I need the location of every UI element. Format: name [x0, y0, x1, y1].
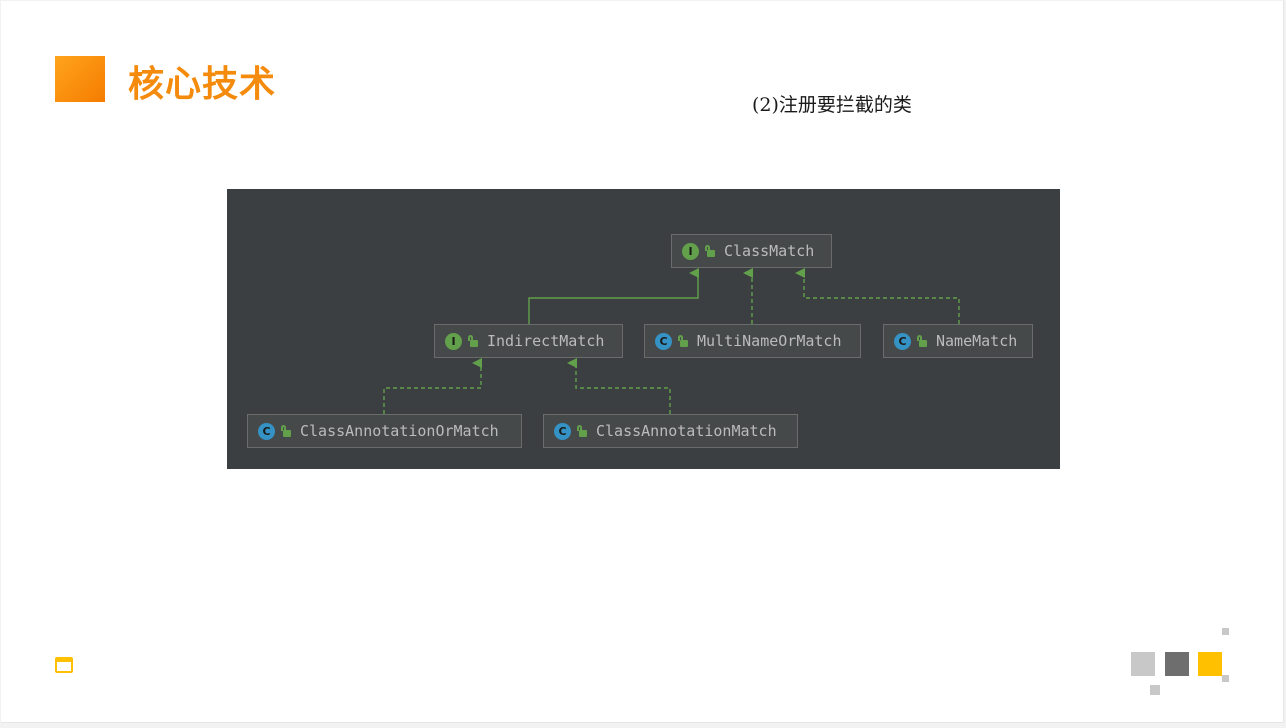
node-multinameormatch[interactable]: C MultiNameOrMatch — [644, 324, 861, 358]
node-classannotationormatch[interactable]: C ClassAnnotationOrMatch — [247, 414, 522, 448]
edge-indirectmatch-to-classmatch — [528, 268, 699, 324]
class-badge-icon: C — [554, 422, 571, 440]
node-classannotationmatch[interactable]: C ClassAnnotationMatch — [543, 414, 798, 448]
interface-badge-icon: I — [445, 332, 462, 350]
decor-square-yellow — [1198, 652, 1222, 676]
node-label: IndirectMatch — [487, 332, 605, 350]
node-label: ClassAnnotationMatch — [596, 422, 777, 440]
interface-badge-icon: I — [682, 242, 699, 260]
decor-square-light — [1131, 652, 1155, 676]
class-badge-icon: C — [894, 332, 911, 350]
unlocked-icon — [678, 335, 688, 347]
class-badge-icon: C — [258, 422, 275, 440]
calendar-icon — [55, 657, 73, 673]
node-label: ClassAnnotationOrMatch — [300, 422, 499, 440]
slide-title: 核心技术 — [128, 64, 277, 105]
node-indirectmatch[interactable]: I IndirectMatch — [434, 324, 623, 358]
node-label: NameMatch — [936, 332, 1018, 350]
decor-dot — [1222, 675, 1229, 682]
slide-subtitle: (2)注册要拦截的类 — [752, 94, 912, 116]
decor-dot — [1150, 685, 1160, 695]
node-label: ClassMatch — [724, 242, 815, 260]
node-classmatch[interactable]: I ClassMatch — [671, 234, 832, 268]
node-namematch[interactable]: C NameMatch — [883, 324, 1033, 358]
edge-classannotationormatch-to-indirectmatch — [383, 358, 482, 414]
edge-namematch-to-classmatch — [795, 268, 960, 324]
class-badge-icon: C — [655, 332, 672, 350]
unlocked-icon — [705, 245, 715, 257]
diagram-edges — [383, 268, 960, 414]
title-accent-square — [55, 56, 105, 102]
decor-dot — [1222, 628, 1229, 635]
decor-square-dark — [1165, 652, 1189, 676]
class-hierarchy-diagram: I ClassMatch I IndirectMatch C MultiName… — [227, 189, 1060, 469]
node-label: MultiNameOrMatch — [697, 332, 842, 350]
unlocked-icon — [917, 335, 927, 347]
unlocked-icon — [577, 425, 587, 437]
edge-classannotationmatch-to-indirectmatch — [567, 358, 671, 414]
unlocked-icon — [281, 425, 291, 437]
unlocked-icon — [468, 335, 478, 347]
